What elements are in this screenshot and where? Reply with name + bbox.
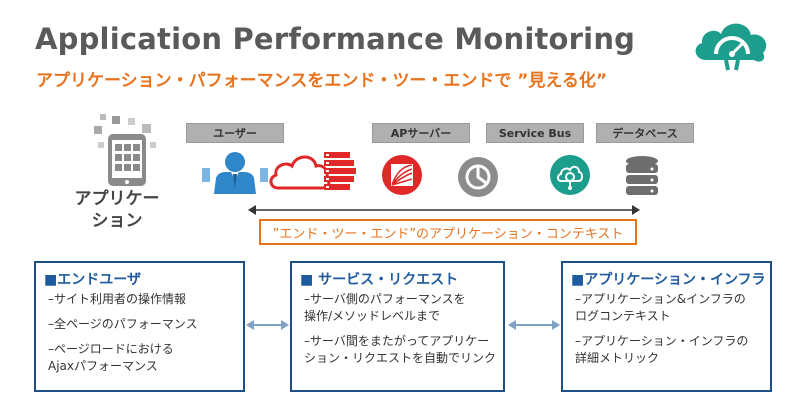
page-subtitle: アプリケーション・パフォーマンスをエンド・ツー・エンドで ”見える化”	[36, 71, 608, 91]
cloud-server-icon	[269, 152, 356, 190]
list-item: –ページロードにおける Ajaxパフォーマンス	[48, 342, 174, 373]
panel-app-infra: ■アプリケーション・インフラ –アプリケーション&インフラの ログコンテキスト …	[561, 261, 772, 392]
list-item: –サーバ間をまたがってアプリケー ション・リクエストを自動でリンク	[304, 334, 497, 365]
list-item: –サイト利用者の操作情報	[48, 292, 187, 306]
list-item: –アプリケーション&インフラの ログコンテキスト	[575, 292, 746, 323]
list-item: –サーバ側のパフォーマンスを 操作/メソッドレベルまで	[304, 292, 466, 323]
mobile-app-icon	[94, 114, 156, 186]
ap-server-icon	[382, 155, 422, 195]
connector-arrow	[508, 320, 560, 330]
panel-title: ■アプリケーション・インフラ	[571, 272, 766, 288]
list-item: –アプリケーション・インフラの 詳細メトリック	[575, 334, 749, 365]
cloud-gauge-icon	[695, 23, 767, 71]
label-ap-server: APサーバー	[372, 123, 470, 143]
user-icon	[202, 152, 268, 194]
panel-list: –サイト利用者の操作情報 –全ページのパフォーマンス –ページロードにおける A…	[48, 291, 198, 383]
connector-arrow	[246, 320, 289, 330]
label-database: データベース	[596, 123, 694, 143]
label-service-bus: Service Bus	[486, 123, 584, 143]
database-icon	[626, 156, 658, 195]
panel-list: –アプリケーション&インフラの ログコンテキスト –アプリケーション・インフラの…	[575, 291, 748, 375]
service-bus-icon	[458, 157, 498, 197]
panel-title: ■ サービス・リクエスト	[300, 272, 459, 288]
label-user: ユーザー	[186, 123, 284, 143]
panel-title: ■エンドユーザ	[44, 272, 141, 288]
app-label: アプリケー ション	[74, 189, 160, 231]
end-to-end-arrow	[248, 205, 640, 215]
panel-end-user: ■エンドユーザ –サイト利用者の操作情報 –全ページのパフォーマンス –ページロ…	[34, 261, 245, 392]
cloud-gear-icon	[550, 155, 590, 195]
panel-list: –サーバ側のパフォーマンスを 操作/メソッドレベルまで –サーバ間をまたがってア…	[304, 291, 496, 375]
page-title: Application Performance Monitoring	[35, 22, 636, 56]
context-label: ”エンド・ツー・エンド”のアプリケーション・コンテキスト	[259, 219, 637, 245]
panel-service-request: ■ サービス・リクエスト –サーバ側のパフォーマンスを 操作/メソッドレベルまで…	[290, 261, 505, 392]
list-item: –全ページのパフォーマンス	[48, 317, 198, 331]
